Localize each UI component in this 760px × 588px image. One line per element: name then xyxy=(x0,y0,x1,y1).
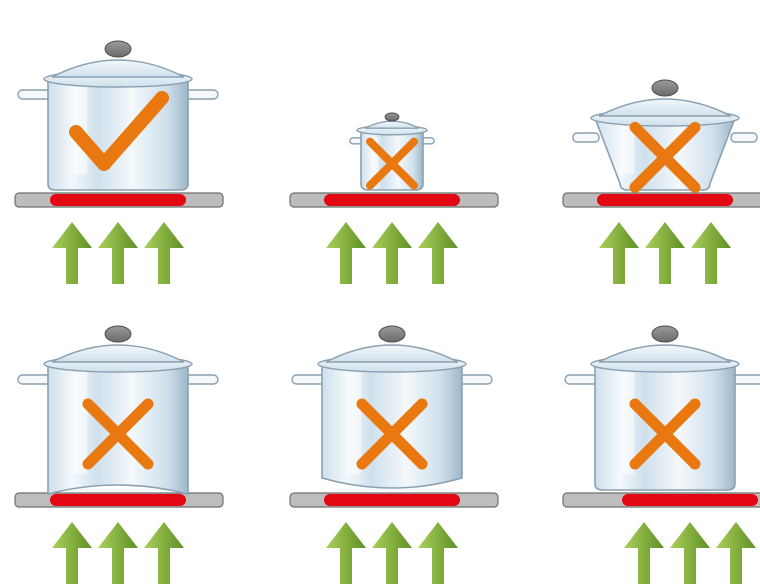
heat-arrow xyxy=(372,222,412,284)
lid-dome xyxy=(325,344,459,363)
heat-arrow xyxy=(98,222,138,284)
burner-zone xyxy=(622,494,758,506)
pot xyxy=(564,325,760,491)
panel-off-center-pot xyxy=(562,325,760,584)
lid-knob-icon xyxy=(384,112,400,122)
burner-zone xyxy=(50,194,186,206)
heat-arrow xyxy=(326,222,366,284)
lid-knob-icon xyxy=(651,79,679,97)
burner-zone xyxy=(50,494,186,506)
pot-handle-left xyxy=(564,374,600,385)
burner-zone xyxy=(324,194,460,206)
cross-icon xyxy=(629,398,701,470)
pot-handle-left xyxy=(291,374,327,385)
glass-highlight xyxy=(73,372,88,474)
pot xyxy=(291,325,493,489)
heat-arrow xyxy=(326,522,366,584)
pot-handle-right xyxy=(730,132,758,143)
burner-zone xyxy=(597,194,733,206)
cross-icon xyxy=(82,398,154,470)
glass-highlight xyxy=(372,138,379,174)
panel-correct-size-pot xyxy=(14,40,224,284)
panel-convex-bottom-pot xyxy=(289,325,499,584)
heat-arrow xyxy=(599,222,639,284)
pot-handle-right xyxy=(457,374,493,385)
heat-arrow xyxy=(716,522,756,584)
pot-handle-left xyxy=(17,89,53,100)
checkmark-icon xyxy=(69,91,169,171)
glass-highlight xyxy=(620,372,635,474)
cross-icon xyxy=(629,121,701,193)
heat-arrow xyxy=(624,522,664,584)
lid-knob-icon xyxy=(104,40,132,58)
cross-icon xyxy=(356,398,428,470)
pot xyxy=(17,40,219,191)
burner-zone xyxy=(324,494,460,506)
lid-dome xyxy=(51,344,185,363)
panel-pot-too-small xyxy=(289,112,499,284)
heat-arrow xyxy=(52,522,92,584)
heat-arrow xyxy=(52,222,92,284)
pot xyxy=(572,79,758,193)
heat-arrow xyxy=(144,222,184,284)
pot xyxy=(349,112,435,191)
lid-dome xyxy=(598,344,732,363)
pot xyxy=(17,325,219,496)
lid-knob-icon xyxy=(378,325,406,343)
lid-dome xyxy=(51,59,185,78)
pot-handle-right xyxy=(183,89,219,100)
panel-tapered-pot xyxy=(562,79,760,284)
pot-handle-left xyxy=(572,132,600,143)
lid-dome xyxy=(364,120,420,129)
pot-handle-left xyxy=(17,374,53,385)
heat-arrow xyxy=(372,522,412,584)
heat-arrow xyxy=(418,222,458,284)
lid-knob-icon xyxy=(104,325,132,343)
heat-arrow xyxy=(144,522,184,584)
lid-dome xyxy=(598,98,732,117)
glass-highlight xyxy=(620,126,635,174)
heat-arrow xyxy=(418,522,458,584)
pot-handle-right xyxy=(183,374,219,385)
heat-arrow xyxy=(670,522,710,584)
heat-arrow xyxy=(691,222,731,284)
lid-knob-icon xyxy=(651,325,679,343)
heat-arrow xyxy=(98,522,138,584)
panel-concave-bottom-pot xyxy=(14,325,224,584)
heat-arrow xyxy=(645,222,685,284)
pot-body xyxy=(321,363,463,489)
glass-highlight xyxy=(347,372,362,474)
cross-icon xyxy=(366,137,418,190)
